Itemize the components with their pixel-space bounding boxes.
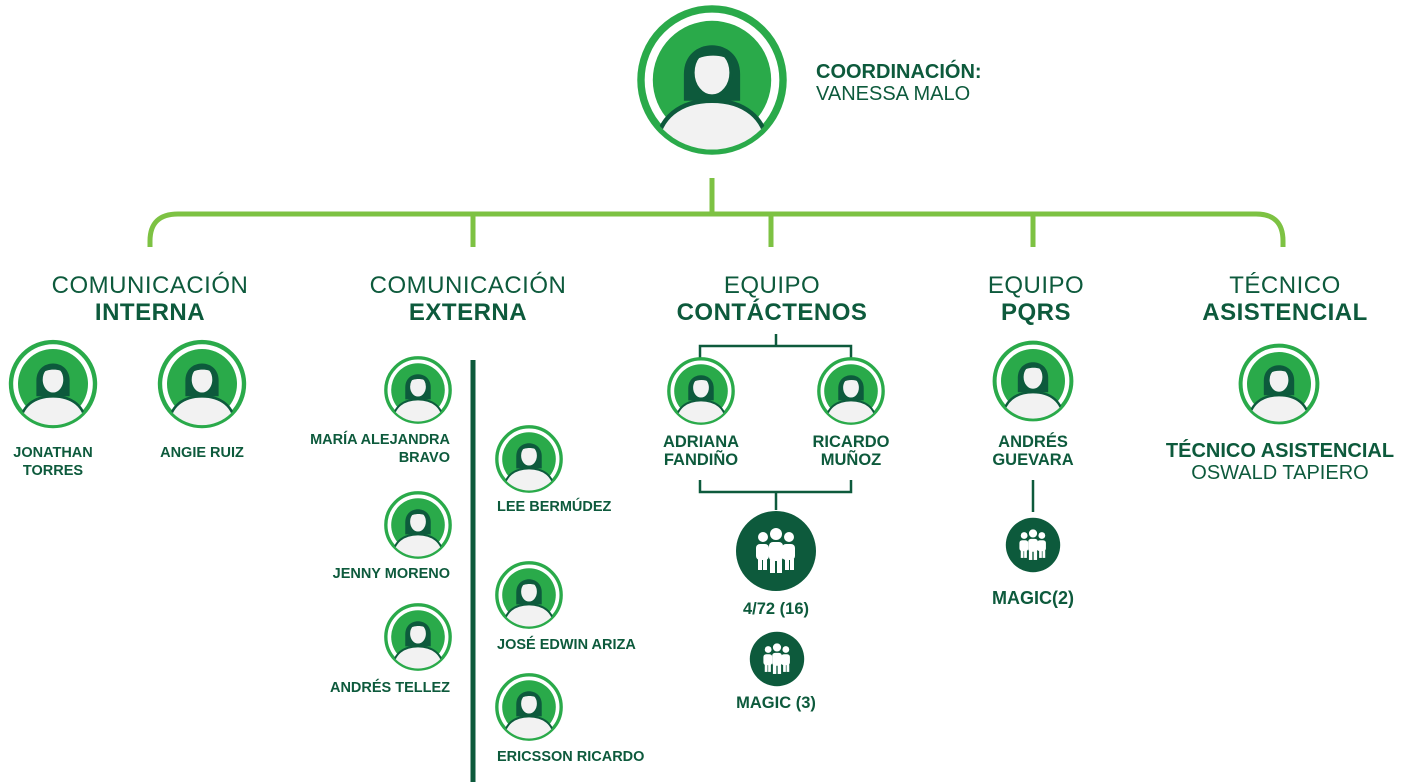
member-name-line1: TÉCNICO ASISTENCIAL	[1165, 440, 1395, 462]
group-label-472: 4/72 (16)	[742, 600, 810, 618]
member-avatar-andres-tellez	[386, 605, 450, 671]
group-icon-magic-2	[1005, 517, 1061, 573]
member-name-line1: ANDRÉS TELLEZ	[329, 680, 450, 696]
member-avatar-lee-bermudez	[497, 427, 561, 493]
member-name-line2: FANDIÑO	[663, 451, 739, 470]
dept-heading-line1: COMUNICACIÓN	[369, 272, 567, 299]
coordination-label: COORDINACIÓN: VANESSA MALO	[816, 61, 982, 105]
member-avatar-ericsson-ricardo	[497, 675, 561, 741]
member-avatar-jonathan-torres	[11, 342, 95, 428]
contactenos-connectors	[698, 334, 853, 510]
member-name-jose-edwin-ariza: JOSÉ EDWIN ARIZA	[497, 636, 667, 654]
member-avatar-jose-edwin-ariza	[497, 563, 561, 629]
tree-connectors	[147, 178, 1286, 247]
member-name-line2: TORRES	[22, 463, 84, 480]
member-name-line1: ERICSSON RICARDO	[497, 749, 645, 765]
dept-heading-line1: EQUIPO	[723, 272, 821, 299]
member-name-maria-alejandra-bravo: MARÍA ALEJANDRA BRAVO	[290, 431, 450, 467]
member-avatar-andres-guevara	[995, 343, 1072, 421]
dept-heading-externa: COMUNICACIÓN EXTERNA	[343, 272, 593, 327]
coordinator-avatar	[641, 9, 783, 154]
member-name-line1: JOSÉ EDWIN ARIZA	[497, 637, 636, 653]
dept-heading-line2: ASISTENCIAL	[1202, 298, 1368, 326]
member-name-line2: OSWALD TAPIERO	[1191, 462, 1369, 484]
dept-heading-line1: TÉCNICO	[1229, 272, 1341, 299]
member-name-andres-guevara: ANDRÉS GUEVARA	[973, 433, 1093, 469]
group-label-magic-3: MAGIC (3)	[736, 694, 816, 712]
member-name-line1: RICARDO	[812, 433, 890, 451]
coordination-colon: :	[974, 61, 982, 83]
dept-heading-interna: COMUNICACIÓN INTERNA	[25, 272, 275, 327]
member-name-jonathan-torres: JONATHAN TORRES	[0, 444, 106, 480]
member-avatar-adriana-fandino	[669, 359, 733, 425]
group-icon-magic-3	[749, 631, 805, 687]
member-avatar-oswald-tapiero	[1241, 346, 1318, 424]
member-name-line2: MUÑOZ	[820, 451, 882, 470]
member-name-line2: GUEVARA	[992, 451, 1074, 470]
member-avatar-ricardo-munoz	[819, 359, 883, 425]
dept-heading-tecnico: TÉCNICO ASISTENCIAL	[1170, 272, 1400, 327]
member-name-line1: ANGIE RUIZ	[160, 445, 244, 461]
dept-heading-line1: EQUIPO	[987, 272, 1085, 299]
member-name-line1: LEE BERMÚDEZ	[497, 499, 612, 515]
dept-heading-contactenos: EQUIPO CONTÁCTENOS	[647, 272, 897, 327]
dept-heading-pqrs: EQUIPO PQRS	[936, 272, 1136, 327]
member-name-lee-bermudez: LEE BERMÚDEZ	[497, 498, 667, 516]
coordination-title: COORDINACIÓN	[816, 61, 975, 83]
member-name-andres-tellez: ANDRÉS TELLEZ	[290, 679, 450, 697]
dept-heading-line2: PQRS	[1000, 298, 1071, 326]
member-name-adriana-fandino: ADRIANA FANDIÑO	[641, 433, 761, 469]
member-name-line1: ANDRÉS	[998, 433, 1068, 451]
dept-heading-line2: CONTÁCTENOS	[676, 298, 868, 326]
group-label-magic-2: MAGIC(2)	[992, 588, 1074, 608]
member-name-ricardo-munoz: RICARDO MUÑOZ	[791, 433, 911, 469]
group-icon-472	[736, 511, 816, 591]
dept-heading-line2: INTERNA	[94, 298, 206, 326]
member-avatar-jenny-moreno	[386, 493, 450, 559]
coordination-name: VANESSA MALO	[816, 82, 971, 105]
dept-heading-line1: COMUNICACIÓN	[51, 272, 249, 299]
member-name-angie-ruiz: ANGIE RUIZ	[142, 444, 262, 462]
member-name-line1: MARÍA ALEJANDRA	[310, 432, 450, 448]
member-name-line1: JENNY MORENO	[332, 566, 450, 582]
member-name-ericsson-ricardo: ERICSSON RICARDO	[497, 748, 667, 766]
dept-heading-line2: EXTERNA	[408, 298, 528, 326]
member-name-line2: BRAVO	[398, 450, 450, 467]
member-avatar-maria-alejandra-bravo	[386, 358, 450, 424]
member-avatar-angie-ruiz	[160, 342, 244, 428]
member-name-oswald-tapiero: TÉCNICO ASISTENCIAL OSWALD TAPIERO	[1140, 440, 1420, 484]
member-name-jenny-moreno: JENNY MORENO	[290, 565, 450, 583]
member-name-line1: ADRIANA	[662, 433, 740, 451]
member-name-line1: JONATHAN	[13, 445, 93, 461]
